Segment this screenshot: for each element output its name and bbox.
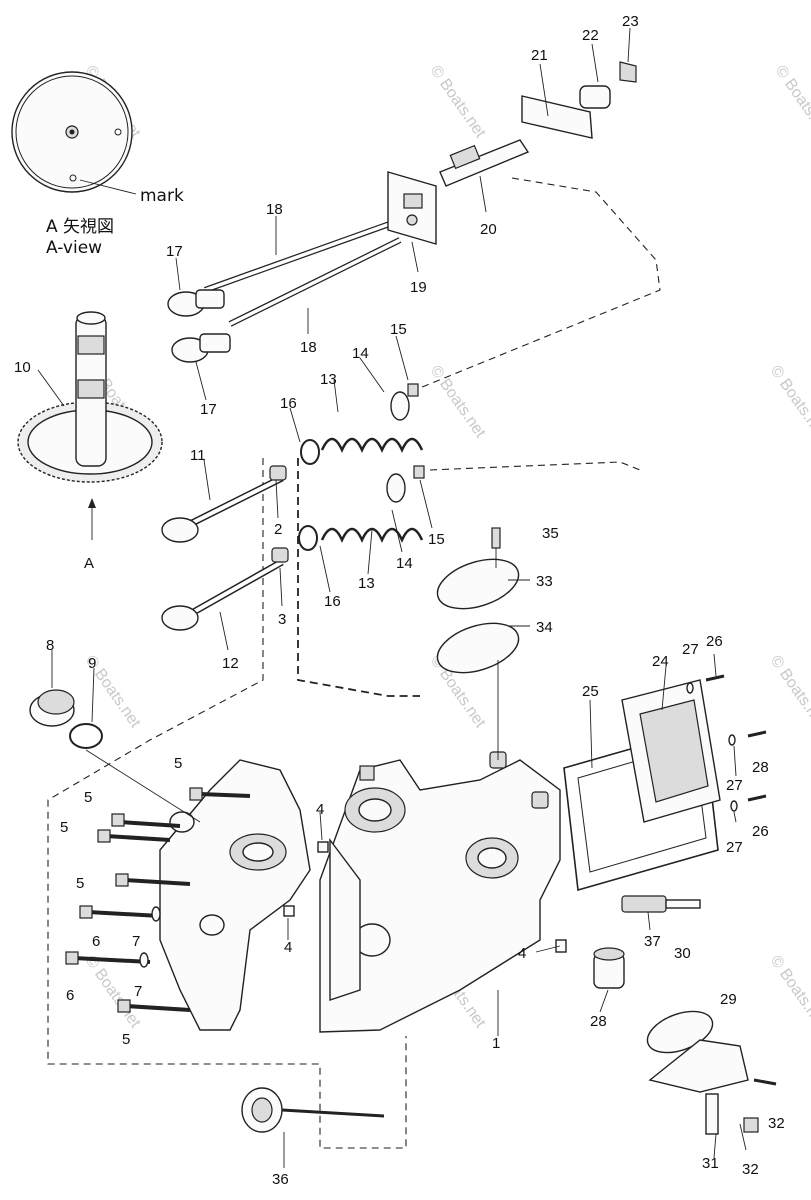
valves — [161, 465, 289, 631]
callout-9: 9 — [88, 655, 96, 672]
assembly-line — [297, 458, 420, 697]
assembly-line — [409, 177, 661, 393]
assembly-line — [47, 458, 407, 1149]
cylinder-head — [319, 751, 561, 1033]
callout-26: 26 — [752, 823, 769, 840]
callout-4: 4 — [284, 939, 292, 956]
callout-11: 11 — [190, 447, 206, 464]
callout-6: 6 — [66, 987, 74, 1004]
callout-16: 16 — [280, 395, 297, 412]
a-view-title-jp: A 矢視図 — [46, 217, 114, 237]
callout-5: 5 — [84, 789, 92, 806]
callout-27: 27 — [726, 777, 743, 794]
bolts — [65, 787, 567, 1013]
callout-36: 36 — [272, 1171, 289, 1188]
filler-cap — [29, 689, 103, 749]
mark-label: mark — [140, 186, 184, 206]
callout-27: 27 — [682, 641, 699, 658]
callout-13: 13 — [320, 371, 337, 388]
callout-numbers: 21 22 23 18 19 20 17 18 17 10 14 15 13 1… — [14, 13, 785, 1188]
callout-15: 15 — [390, 321, 407, 338]
callout-13: 13 — [358, 575, 375, 592]
a-view-inset: mark A 矢視図 A-view — [11, 71, 184, 258]
callout-15: 15 — [428, 531, 445, 548]
a-view-title-en: A-view — [46, 238, 102, 258]
callout-2: 2 — [274, 521, 282, 538]
callout-32: 32 — [768, 1115, 785, 1132]
callout-3: 3 — [278, 611, 286, 628]
leader-lines — [37, 27, 747, 1168]
watermark: © Boats.net — [427, 363, 489, 442]
pushrods — [203, 219, 402, 327]
valve-springs — [298, 383, 425, 551]
rocker-bracket — [387, 61, 637, 245]
side-cover — [563, 674, 767, 892]
sensor — [241, 1087, 385, 1133]
callout-10: 10 — [14, 359, 31, 376]
callout-18: 18 — [266, 201, 283, 218]
callout-12: 12 — [222, 655, 239, 672]
callout-33: 33 — [536, 573, 553, 590]
thermostat-housing — [593, 947, 777, 1135]
callout-4: 4 — [316, 801, 324, 818]
callout-28: 28 — [752, 759, 769, 776]
callout-23: 23 — [622, 13, 639, 30]
callout-5: 5 — [122, 1031, 130, 1048]
callout-20: 20 — [480, 221, 497, 238]
callout-32: 32 — [742, 1161, 759, 1178]
a-view-arrow-icon — [88, 498, 96, 508]
callout-5: 5 — [76, 875, 84, 892]
callout-27: 27 — [726, 839, 743, 856]
callout-7: 7 — [134, 983, 142, 1000]
callout-21: 21 — [531, 47, 548, 64]
callout-14: 14 — [396, 555, 413, 572]
callout-5: 5 — [60, 819, 68, 836]
callout-31: 31 — [702, 1155, 719, 1172]
callout-8: 8 — [46, 637, 54, 654]
callout-29: 29 — [720, 991, 737, 1008]
callout-7: 7 — [132, 933, 140, 950]
watermark: © Boats.net — [772, 63, 811, 142]
callout-30: 30 — [674, 945, 691, 962]
callout-22: 22 — [582, 27, 599, 44]
assembly-line — [429, 461, 641, 471]
callout-35: 35 — [542, 525, 559, 542]
spark-plug — [621, 895, 701, 913]
callout-34: 34 — [536, 619, 553, 636]
callout-19: 19 — [410, 279, 427, 296]
watermark: © Boats.net — [767, 953, 811, 1032]
tappets-17 — [167, 289, 231, 363]
callout-37: 37 — [644, 933, 661, 950]
callout-25: 25 — [582, 683, 599, 700]
callout-16: 16 — [324, 593, 341, 610]
callout-17: 17 — [200, 401, 217, 418]
callout-28: 28 — [590, 1013, 607, 1030]
callout-6: 6 — [92, 933, 100, 950]
watermark: © Boats.net — [427, 63, 489, 142]
intake-manifold — [159, 759, 311, 1031]
callout-14: 14 — [352, 345, 369, 362]
camshaft-gear — [17, 311, 163, 483]
callout-17: 17 — [166, 243, 183, 260]
callout-5: 5 — [174, 755, 182, 772]
cover-plate — [436, 527, 520, 674]
callout-18: 18 — [300, 339, 317, 356]
watermark: © Boats.net — [767, 653, 811, 732]
a-view-arrow-label: A — [84, 555, 94, 572]
callout-1: 1 — [492, 1035, 500, 1052]
callout-24: 24 — [652, 653, 669, 670]
watermark: © Boats.net — [767, 363, 811, 442]
callout-26: 26 — [706, 633, 723, 650]
callout-4: 4 — [518, 945, 526, 962]
